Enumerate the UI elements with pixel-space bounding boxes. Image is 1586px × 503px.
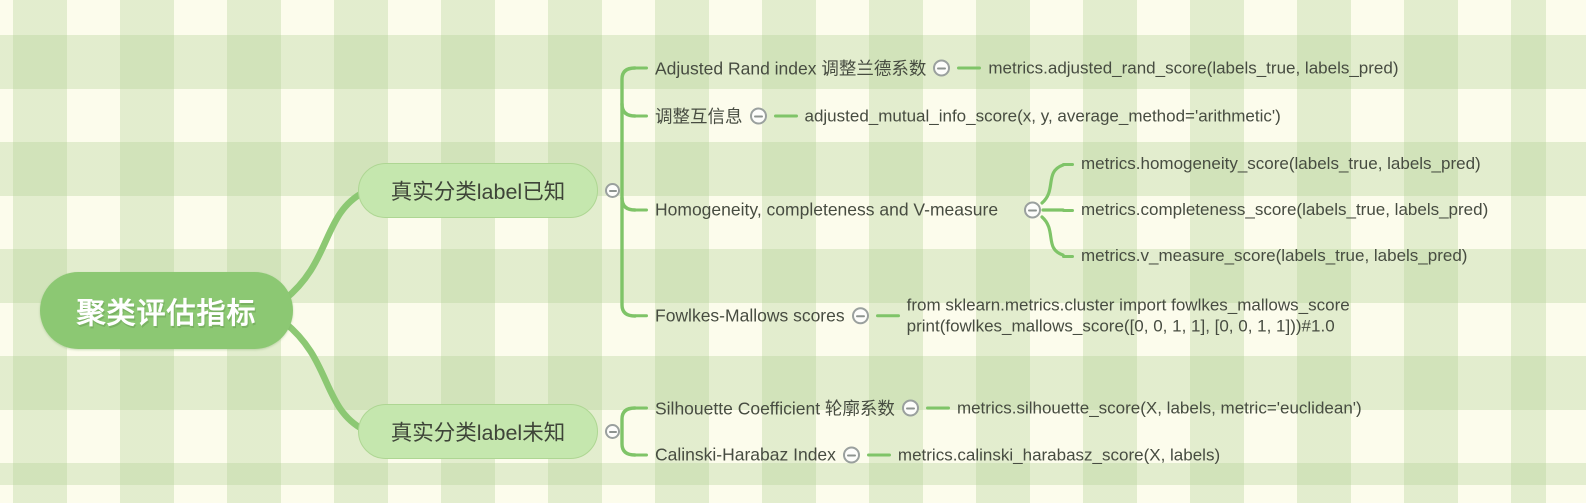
minus-bar xyxy=(753,115,763,117)
topic-row-silhouette: Silhouette Coefficient 轮廓系数 metrics.silh… xyxy=(634,396,1362,421)
connector-dash xyxy=(634,453,648,457)
topic-label[interactable]: Adjusted Rand index 调整兰德系数 xyxy=(655,58,927,79)
connector-dash xyxy=(634,314,648,318)
leaf-row-v-measure-score: metrics.v_measure_score(labels_true, lab… xyxy=(1062,246,1467,266)
leaf-code[interactable]: metrics.homogeneity_score(labels_true, l… xyxy=(1081,154,1481,173)
topic-label[interactable]: 调整互信息 xyxy=(655,106,743,127)
leaf-code[interactable]: from sklearn.metrics.cluster import fowl… xyxy=(906,295,1350,335)
leaf-code[interactable]: metrics.adjusted_rand_score(labels_true,… xyxy=(988,58,1399,77)
leaf-row-completeness-score: metrics.completeness_score(labels_true, … xyxy=(1062,200,1488,220)
topic-label[interactable]: Homogeneity, completeness and V-measure xyxy=(655,199,999,220)
connector-dash xyxy=(1062,208,1074,212)
minus-bar xyxy=(937,67,947,69)
leaf-code[interactable]: metrics.v_measure_score(labels_true, lab… xyxy=(1081,246,1468,265)
branch-label: 真实分类label未知 xyxy=(390,421,566,445)
topic-label[interactable]: Silhouette Coefficient 轮廓系数 xyxy=(655,398,895,419)
collapse-icon[interactable] xyxy=(842,446,860,464)
branch-pill[interactable]: 真实分类label已知 xyxy=(358,163,598,218)
leaf-code[interactable]: adjusted_mutual_info_score(x, y, average… xyxy=(804,106,1281,125)
connector-dash xyxy=(634,114,648,118)
minus-bar xyxy=(905,407,915,409)
collapse-icon[interactable] xyxy=(901,399,919,417)
connector-link xyxy=(773,114,798,118)
branch-label: 真实分类label已知 xyxy=(390,180,566,204)
leaf-row-homogeneity-score: metrics.homogeneity_score(labels_true, l… xyxy=(1062,154,1481,174)
topic-label[interactable]: Fowlkes-Mallows scores xyxy=(655,305,845,326)
connector-dash xyxy=(1062,162,1074,166)
branch-node-label-known[interactable]: 真实分类label已知 xyxy=(358,163,620,218)
connector-dash xyxy=(1062,254,1074,258)
branch-pill[interactable]: 真实分类label未知 xyxy=(358,404,598,459)
branch-node-label-unknown[interactable]: 真实分类label未知 xyxy=(358,404,620,459)
collapse-icon[interactable] xyxy=(933,59,951,77)
collapse-icon[interactable] xyxy=(1024,201,1041,219)
collapse-icon[interactable] xyxy=(605,183,620,198)
topic-row-homogeneity: Homogeneity, completeness and V-measure xyxy=(634,200,1041,221)
leaf-code[interactable]: metrics.calinski_harabasz_score(X, label… xyxy=(897,445,1221,464)
connector-link xyxy=(957,66,982,70)
connector-dash xyxy=(634,406,648,410)
connector-dash xyxy=(634,66,648,70)
topic-row-adjusted-mutual-info: 调整互信息 adjusted_mutual_info_score(x, y, a… xyxy=(634,104,1281,129)
connector-link xyxy=(866,453,891,457)
leaf-code[interactable]: metrics.completeness_score(labels_true, … xyxy=(1081,200,1489,219)
collapse-icon[interactable] xyxy=(605,424,620,439)
collapse-icon[interactable] xyxy=(749,107,767,125)
minus-bar xyxy=(846,454,856,456)
topic-label[interactable]: Calinski-Harabaz Index xyxy=(655,444,836,465)
minus-bar xyxy=(855,315,865,317)
leaf-code[interactable]: metrics.silhouette_score(X, labels, metr… xyxy=(956,398,1362,417)
connector-link xyxy=(925,406,950,410)
topic-row-adjusted-rand: Adjusted Rand index 调整兰德系数 metrics.adjus… xyxy=(634,56,1398,81)
collapse-icon[interactable] xyxy=(851,307,869,325)
minus-bar xyxy=(608,189,617,192)
connector-link xyxy=(875,314,900,318)
topic-row-calinski-harabaz: Calinski-Harabaz Index metrics.calinski_… xyxy=(634,445,1220,466)
root-node[interactable]: 聚类评估指标 xyxy=(40,272,293,349)
topic-row-fowlkes-mallows: Fowlkes-Mallows scores from sklearn.metr… xyxy=(634,295,1350,336)
root-label: 聚类评估指标 xyxy=(76,297,257,330)
minus-bar xyxy=(608,430,617,433)
minus-bar xyxy=(1028,209,1037,211)
connector-dash xyxy=(634,208,648,212)
